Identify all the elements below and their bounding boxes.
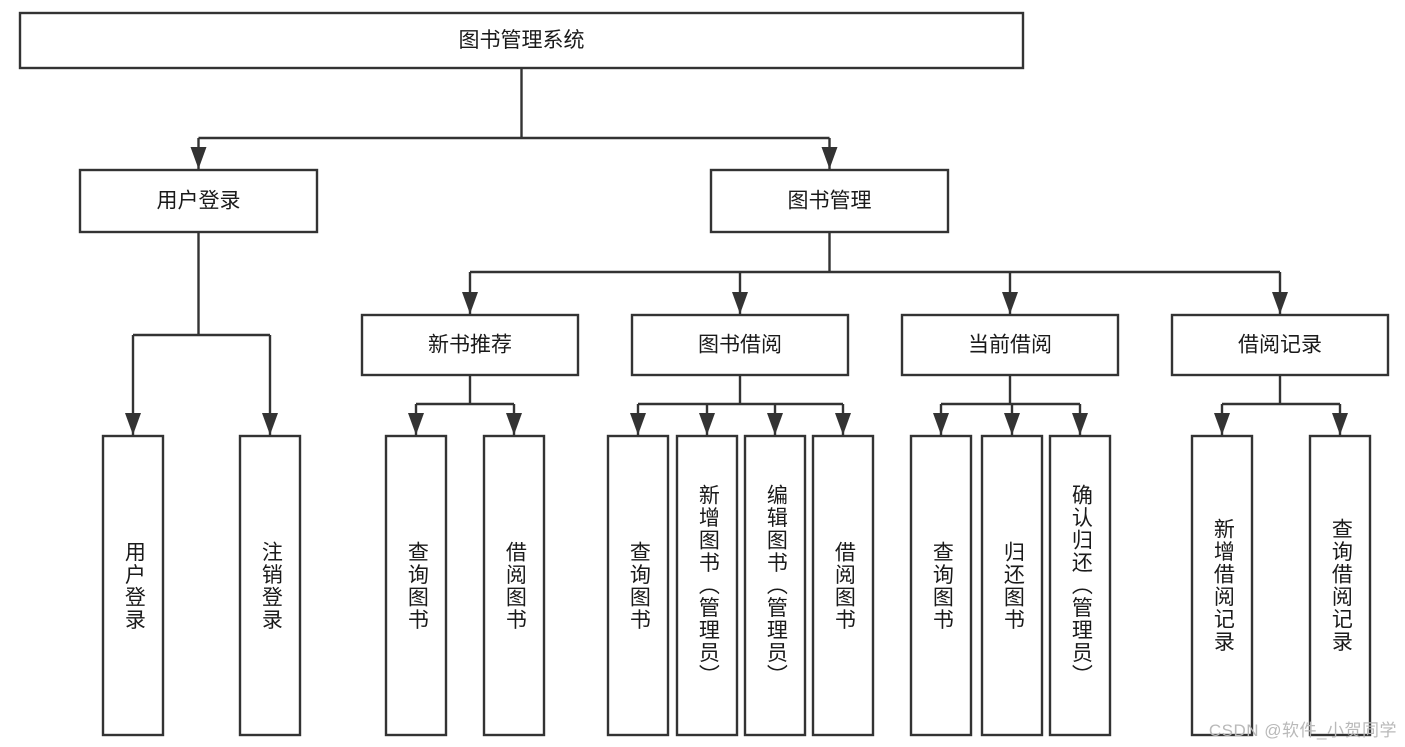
- node-current-borrow-box[interactable]: [900, 313, 1120, 377]
- node-leaf-cur-return-box[interactable]: [980, 434, 1044, 737]
- node-leaf-borrow-add-box[interactable]: [675, 434, 739, 737]
- node-current-borrow-label: 当前借阅: [968, 334, 1052, 357]
- arrow-head-icon: [408, 413, 424, 435]
- arrow-head-icon: [1214, 413, 1230, 435]
- arrow-head-icon: [1332, 413, 1348, 435]
- arrow-head-icon: [1002, 292, 1018, 314]
- arrow-head-icon: [262, 413, 278, 435]
- arrow-head-icon: [462, 292, 478, 314]
- csdn-watermark: CSDN @软件_小贺同学: [1208, 721, 1397, 740]
- node-leaf-user-login-box[interactable]: [101, 434, 165, 737]
- node-new-book-rec-box[interactable]: [360, 313, 580, 377]
- node-leaf-borrow-do-box[interactable]: [811, 434, 875, 737]
- node-leaf-borrow-query-box[interactable]: [606, 434, 670, 737]
- arrow-head-icon: [1004, 413, 1020, 435]
- arrow-head-icon: [699, 413, 715, 435]
- node-leaf-cur-confirm-box[interactable]: [1048, 434, 1112, 737]
- node-borrow-record-label: 借阅记录: [1238, 334, 1322, 357]
- arrow-head-icon: [835, 413, 851, 435]
- arrow-head-icon: [630, 413, 646, 435]
- arrow-head-icon: [821, 147, 838, 169]
- arrow-head-icon: [1272, 292, 1288, 314]
- node-root-label: 图书管理系统: [459, 29, 585, 52]
- arrow-head-icon: [1072, 413, 1088, 435]
- node-leaf-borrow-edit-box[interactable]: [743, 434, 807, 737]
- arrow-head-icon: [732, 292, 748, 314]
- node-root-box[interactable]: [18, 11, 1025, 70]
- node-leaf-rec-query-box[interactable]: [384, 434, 448, 737]
- arrow-head-icon: [190, 147, 207, 169]
- arrow-head-icon: [767, 413, 783, 435]
- connector-layer: [125, 68, 1348, 435]
- node-book-borrow-box[interactable]: [630, 313, 850, 377]
- node-user-login-label: 用户登录: [157, 190, 241, 213]
- node-leaf-user-logout-box[interactable]: [238, 434, 302, 737]
- arrow-head-icon: [506, 413, 522, 435]
- node-book-borrow-label: 图书借阅: [698, 334, 782, 357]
- node-book-manage-box[interactable]: [709, 168, 950, 234]
- arrow-head-icon: [933, 413, 949, 435]
- node-leaf-rec-add-box[interactable]: [1190, 434, 1254, 737]
- node-new-book-rec-label: 新书推荐: [428, 334, 512, 357]
- box-layer: [18, 11, 1390, 737]
- node-leaf-rec-query2-box[interactable]: [1308, 434, 1372, 737]
- node-leaf-cur-query-box[interactable]: [909, 434, 973, 737]
- node-borrow-record-box[interactable]: [1170, 313, 1390, 377]
- arrow-head-icon: [125, 413, 141, 435]
- node-leaf-rec-borrow-box[interactable]: [482, 434, 546, 737]
- node-user-login-box[interactable]: [78, 168, 319, 234]
- node-book-manage-label: 图书管理: [788, 190, 872, 213]
